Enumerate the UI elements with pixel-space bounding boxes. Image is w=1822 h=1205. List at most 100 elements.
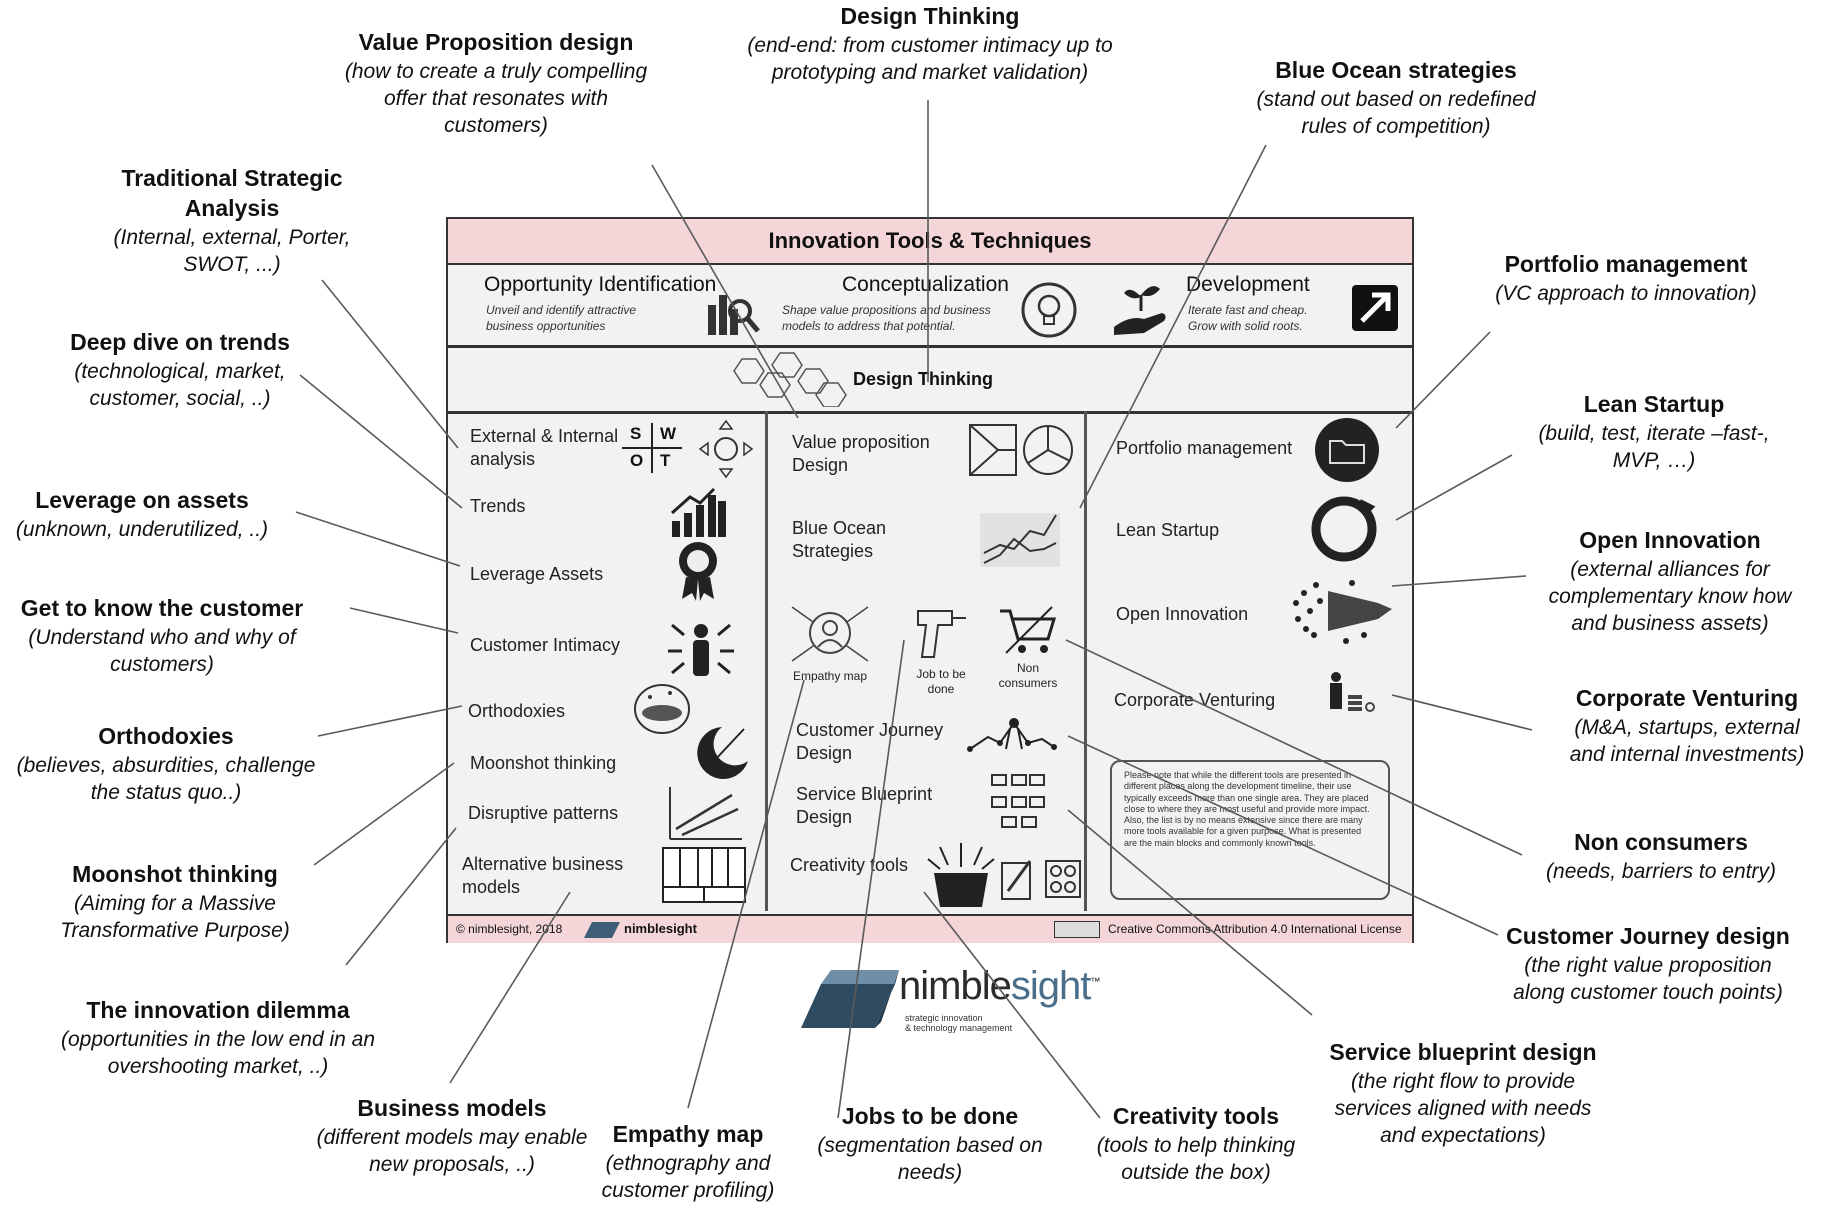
tool-customer-journey-design: Customer Journey Design [796, 720, 944, 763]
callout-non-consumers: Non consumers (needs, barriers to entry) [1526, 828, 1796, 885]
iteration-cycle-icon [1311, 496, 1377, 562]
poster-title: Innovation Tools & Techniques [448, 219, 1412, 265]
callout-innovation-dilemma: The innovation dilemma (opportunities in… [60, 996, 376, 1080]
callout-design-thinking-sub: (end-end: from customer intimacy up to p… [747, 33, 1113, 85]
callout-leverage: Leverage on assets (unknown, underutiliz… [2, 486, 282, 543]
callout-moonshot-title: Moonshot thinking [72, 861, 278, 887]
folder-portfolio-icon [1315, 418, 1379, 482]
callout-lean-startup: Lean Startup (build, test, iterate –fast… [1526, 390, 1782, 474]
tool-leverage-assets: Leverage Assets [470, 564, 604, 584]
logo-word-nimble: nimble [899, 964, 1012, 1008]
hexagon-chain-icon [733, 352, 847, 407]
callout-corporate-venturing: Corporate Venturing (M&A, startups, exte… [1554, 684, 1820, 768]
callout-trends: Deep dive on trends (technological, mark… [30, 328, 330, 412]
board-game-icon [1045, 860, 1081, 898]
column-divider-2 [1084, 411, 1087, 911]
callout-trends-sub: (technological, market, customer, social… [74, 359, 286, 411]
footer-logo-text: nimblesight [624, 921, 697, 936]
logo-trademark: ™ [1090, 976, 1100, 988]
callout-leverage-title: Leverage on assets [35, 487, 249, 513]
callout-blue-ocean-title: Blue Ocean strategies [1275, 57, 1517, 83]
logo-wordmark: nimblesight™ [899, 964, 1100, 1009]
journey-path-icon [967, 718, 1057, 752]
tool-open-innovation: Open Innovation [1116, 604, 1249, 624]
poster-footer: © nimblesight, 2018 nimblesight Creative… [448, 914, 1412, 943]
moon-rocket-icon [697, 727, 748, 779]
expand-arrow-icon [1352, 285, 1398, 331]
callout-customer-title: Get to know the customer [20, 595, 304, 621]
callout-portfolio: Portfolio management (VC approach to inn… [1466, 250, 1786, 307]
phase-opportunity-desc: Unveil and identify attractive business … [486, 303, 637, 333]
callout-jobs-to-be-done-title: Jobs to be done [841, 1103, 1019, 1129]
callout-service-blueprint-sub: (the right flow to provide services alig… [1334, 1069, 1592, 1148]
callout-empathy-map-title: Empathy map [612, 1121, 764, 1147]
callout-innovation-dilemma-sub: (opportunities in the low end in an over… [60, 1027, 376, 1079]
analysis-magnifier-icon [708, 295, 760, 335]
callout-business-models-sub: (different models may enable new proposa… [316, 1125, 588, 1177]
customer-focus-icon [668, 623, 734, 676]
tool-external-internal-analysis: External & Internal analysis [470, 426, 619, 469]
design-thinking-band: Design Thinking [448, 349, 1412, 414]
callout-business-models: Business models (different models may en… [300, 1094, 604, 1178]
callout-blue-ocean-sub: (stand out based on redefined rules of c… [1256, 87, 1536, 139]
empathy-map-icon [791, 606, 869, 662]
drill-icon [917, 610, 966, 658]
callout-open-innovation-title: Open Innovation [1579, 527, 1761, 553]
callout-jobs-to-be-done: Jobs to be done (segmentation based on n… [800, 1102, 1060, 1186]
callout-design-thinking-title: Design Thinking [840, 3, 1020, 29]
award-medal-icon [679, 542, 717, 601]
leader-leverage [295, 511, 461, 567]
cc-badge-icon [1054, 921, 1100, 938]
callout-customer-sub: (Understand who and why of customers) [28, 625, 296, 677]
callout-empathy-map: Empathy map (ethnography and customer pr… [588, 1120, 788, 1204]
leader-moonshot [313, 762, 455, 866]
callout-service-blueprint-title: Service blueprint design [1329, 1039, 1597, 1065]
callout-value-proposition-sub: (how to create a truly compelling offer … [344, 59, 648, 138]
tool-corporate-venturing: Corporate Venturing [1114, 690, 1276, 710]
callout-orthodoxies-sub: (believes, absurdities, challenge the st… [16, 753, 316, 805]
value-proposition-canvas-icon [969, 424, 1073, 476]
logo-word-sight: sight [1010, 964, 1091, 1008]
callout-open-innovation: Open Innovation (external alliances for … [1530, 526, 1810, 638]
five-forces-icon [698, 419, 754, 479]
callout-empathy-map-sub: (ethnography and customer profiling) [601, 1151, 775, 1203]
callout-portfolio-title: Portfolio management [1504, 251, 1748, 277]
phase-conceptualization: Conceptualization [842, 273, 1009, 296]
phase-opportunity-identification: Opportunity Identification [484, 273, 717, 296]
swot-o: O [630, 451, 644, 470]
callout-strategic-analysis: Traditional Strategic Analysis (Internal… [92, 164, 372, 278]
callout-customer-journey: Customer Journey design (the right value… [1500, 922, 1796, 1006]
callout-design-thinking: Design Thinking (end-end: from customer … [720, 2, 1140, 86]
callout-lean-startup-title: Lean Startup [1583, 391, 1725, 417]
callout-portfolio-sub: (VC approach to innovation) [1495, 281, 1757, 305]
logo-tagline: strategic innovation & technology manage… [905, 1013, 1012, 1034]
business-model-canvas-icon [662, 847, 746, 903]
column-divider-1 [765, 411, 768, 911]
callout-innovation-dilemma-title: The innovation dilemma [86, 997, 350, 1023]
innovation-poster: Innovation Tools & Techniques Opportunit… [446, 217, 1414, 943]
callout-trends-title: Deep dive on trends [70, 329, 290, 355]
design-thinking-label: Design Thinking [853, 369, 994, 389]
leader-orthodoxies [317, 705, 463, 737]
callout-blue-ocean: Blue Ocean strategies (stand out based o… [1226, 56, 1566, 140]
nimblesight-small-logo-icon [584, 922, 620, 938]
footer-copyright: © nimblesight, 2018 [456, 922, 563, 936]
lightbulb-icon [1021, 282, 1077, 338]
pen-notepad-icon [1001, 860, 1032, 900]
callout-orthodoxies: Orthodoxies (believes, absurdities, chal… [8, 722, 324, 806]
shopping-cart-icon [1000, 606, 1057, 654]
tool-creativity-tools: Creativity tools [790, 855, 909, 875]
callout-lean-startup-sub: (build, test, iterate –fast-, MVP, …) [1538, 421, 1770, 473]
callout-moonshot: Moonshot thinking (Aiming for a Massive … [42, 860, 308, 944]
idea-box-icon [927, 843, 995, 907]
swot-w: W [660, 424, 677, 443]
flat-earth-icon [634, 684, 690, 734]
callout-creativity-tools-title: Creativity tools [1112, 1103, 1280, 1129]
callout-service-blueprint: Service blueprint design (the right flow… [1318, 1038, 1608, 1150]
swot-t: T [660, 451, 671, 470]
swot-grid: S W O T [622, 423, 682, 473]
callout-strategic-analysis-sub: (Internal, external, Porter, SWOT, ...) [113, 225, 351, 277]
disclaimer-note: Please note that while the different too… [1110, 760, 1390, 900]
trend-bars-icon [671, 487, 726, 537]
tool-customer-intimacy: Customer Intimacy [470, 635, 621, 655]
